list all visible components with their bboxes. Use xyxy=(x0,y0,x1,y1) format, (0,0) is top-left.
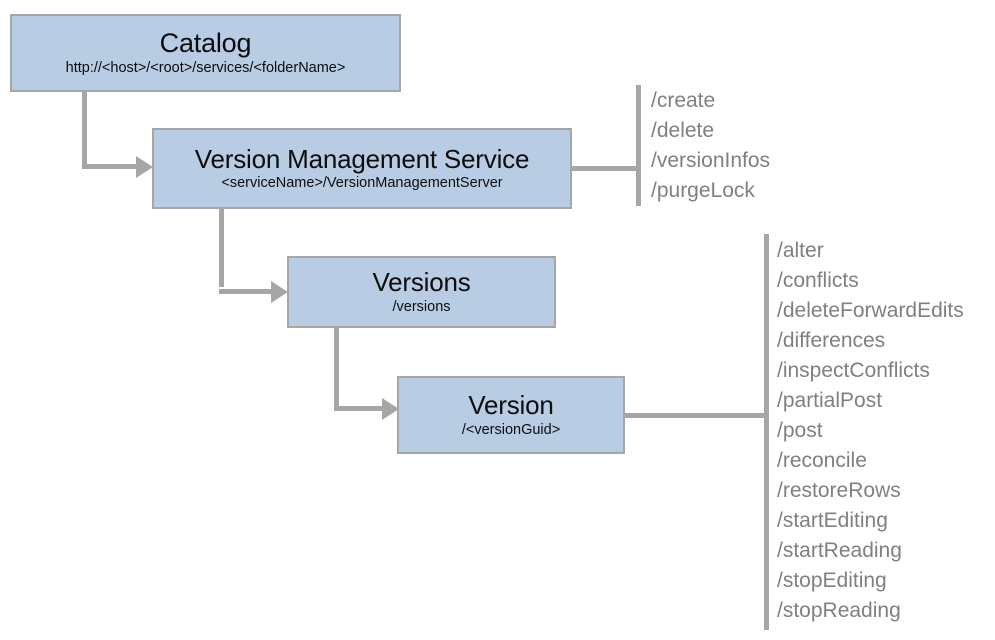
operations-list-version: /alter/conflicts/deleteForwardEdits/diff… xyxy=(777,236,964,626)
operation-item[interactable]: /delete xyxy=(651,119,715,142)
node-version-subtitle: /<versionGuid> xyxy=(461,421,561,438)
operation-item[interactable]: /differences xyxy=(777,329,886,352)
operation-item[interactable]: /startReading xyxy=(777,539,902,562)
brace-service-operations xyxy=(636,85,641,206)
node-catalog-subtitle: http://<host>/<root>/services/<folderNam… xyxy=(65,60,346,77)
node-version[interactable]: Version /<versionGuid> xyxy=(397,376,625,454)
operation-item[interactable]: /reconcile xyxy=(777,449,867,472)
operation-item[interactable]: /stopReading xyxy=(777,599,901,622)
operation-item[interactable]: /versionInfos xyxy=(651,149,771,172)
operation-item[interactable]: /restoreRows xyxy=(777,479,901,502)
node-version-management-service[interactable]: Version Management Service <serviceName>… xyxy=(152,128,572,209)
operation-item[interactable]: /alter xyxy=(777,239,824,262)
node-catalog-title: Catalog xyxy=(159,27,252,58)
node-versions-title: Versions xyxy=(372,267,471,298)
node-version-title: Version xyxy=(468,390,554,421)
arrow-head-versions-to-version xyxy=(382,398,399,420)
operation-item[interactable]: /stopEditing xyxy=(777,569,887,592)
connector-service-to-versions-horizontal xyxy=(219,289,275,294)
node-catalog[interactable]: Catalog http://<host>/<root>/services/<f… xyxy=(10,14,401,92)
connector-service-to-operations-line xyxy=(572,166,640,171)
arrow-head-service-to-versions xyxy=(271,281,288,303)
node-versions-subtitle: /versions xyxy=(392,298,451,315)
operation-item[interactable]: /create xyxy=(651,89,716,112)
operations-list-service: /create/delete/versionInfos/purgeLock xyxy=(651,86,770,206)
brace-version-operations xyxy=(764,234,769,630)
connector-versions-to-version-horizontal xyxy=(334,406,386,411)
arrow-head-catalog-to-service xyxy=(136,156,153,178)
operation-item[interactable]: /post xyxy=(777,419,823,442)
connector-catalog-to-service-vertical xyxy=(82,92,87,167)
node-version-management-service-subtitle: <serviceName>/VersionManagementServer xyxy=(221,175,503,192)
node-versions[interactable]: Versions /versions xyxy=(287,256,556,328)
node-version-management-service-title: Version Management Service xyxy=(194,143,530,174)
connector-catalog-to-service-horizontal xyxy=(82,164,140,169)
operation-item[interactable]: /startEditing xyxy=(777,509,888,532)
operation-item[interactable]: /purgeLock xyxy=(651,179,755,202)
operation-item[interactable]: /conflicts xyxy=(777,269,859,292)
connector-versions-to-version-vertical xyxy=(334,328,339,409)
operation-item[interactable]: /partialPost xyxy=(777,389,883,412)
operation-item[interactable]: /deleteForwardEdits xyxy=(777,299,964,322)
operation-item[interactable]: /inspectConflicts xyxy=(777,359,930,382)
connector-service-to-versions-vertical xyxy=(219,209,224,287)
connector-version-to-operations-line xyxy=(625,413,768,418)
